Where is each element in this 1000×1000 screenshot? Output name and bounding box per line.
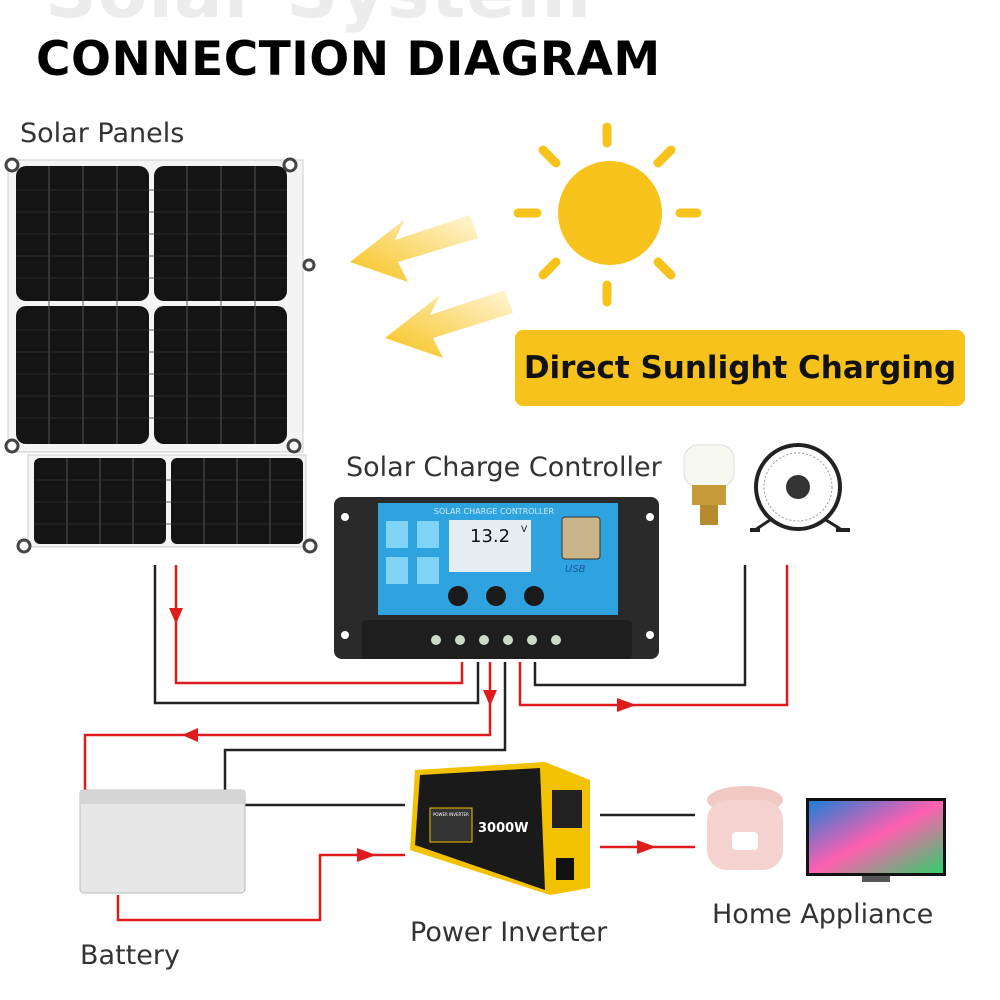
arrow-left-icon [182,728,198,742]
controller-voltage-readout: 13.2 [470,526,510,547]
arrow-right-icon [357,848,376,862]
load-positive-wire [518,565,789,707]
fan-icon [750,443,850,532]
page-title: CONNECTION DIAGRAM [36,32,661,87]
sun-icon [513,122,702,307]
battery-inverter-positive-wire [116,853,405,922]
direct-sunlight-banner: Direct Sunlight Charging [515,330,965,406]
power-inverter-label: Power Inverter [410,917,608,948]
sunlight-arrow-icon [350,215,513,358]
load-negative-wire [533,565,747,687]
watermark-title: Solar System [45,0,592,28]
television-icon [806,798,946,882]
arrow-right-icon [617,698,636,712]
inverter-rating-text: 3000W [478,821,529,836]
current-arrows [169,608,656,862]
light-bulb-icon [683,444,735,525]
battery-negative-wire [223,662,507,790]
controller-voltage-unit: V [521,525,528,535]
controller-header-text: SOLAR CHARGE CONTROLLER [434,507,555,516]
charge-controller-image: SOLAR CHARGE CONTROLLER 13.2 V USB [334,497,659,659]
home-appliance-label: Home Appliance [712,899,934,930]
charge-controller-label: Solar Charge Controller [346,452,662,483]
power-inverter-image: POWER INVERTER 3000W [410,762,590,895]
solar-panels-label: Solar Panels [20,118,185,149]
controller-usb-label: USB [565,564,586,575]
rice-cooker-icon [707,786,783,870]
arrow-right-icon [637,840,656,854]
arrow-down-icon [169,608,183,624]
battery-label: Battery [80,940,180,971]
panel-negative-wire [153,565,480,705]
solar-panel-image [4,157,318,554]
inverter-badge-text: POWER INVERTER [433,812,469,817]
battery-image [79,789,246,894]
arrow-down-icon [483,690,497,706]
